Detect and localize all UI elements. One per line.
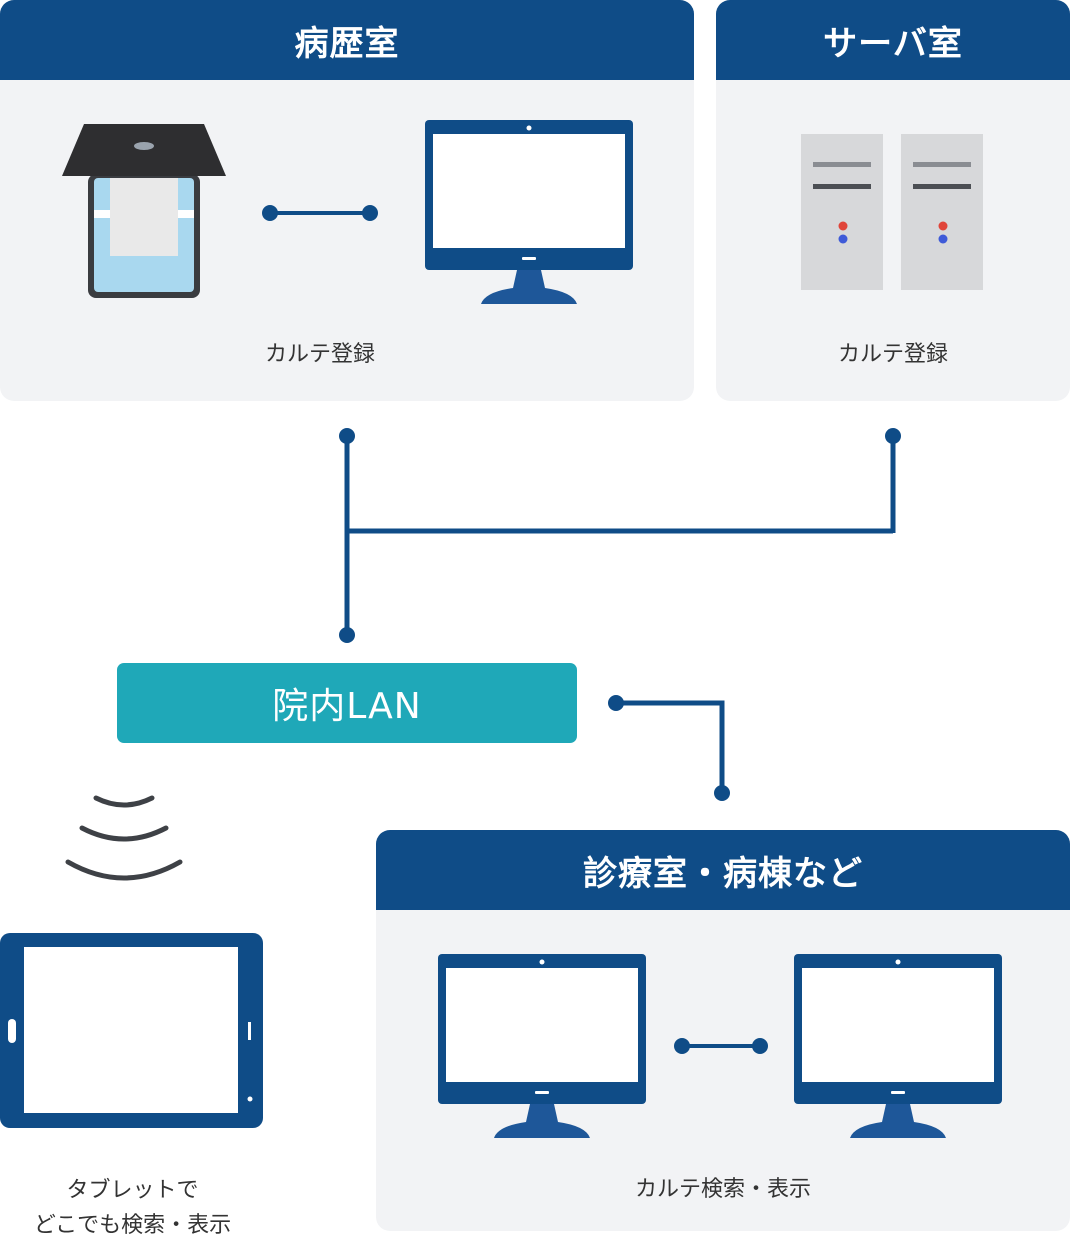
tablet-icon <box>0 933 263 1128</box>
tablet-caption-line2: どこでも検索・表示 <box>33 1213 232 1238</box>
ward-title: 診療室・病棟など <box>376 830 1070 910</box>
document-scanner-icon <box>62 124 226 298</box>
ward-caption: カルテ検索・表示 <box>634 1177 811 1202</box>
server-room-title: サーバ室 <box>716 0 1070 80</box>
ward-link-connector <box>674 1038 768 1054</box>
ward-panel: 診療室・病棟など カルテ検索・表示 <box>376 830 1070 1231</box>
monitor-icon <box>438 954 646 1138</box>
records-room-panel: 病歴室 カルテ登録 <box>0 0 694 401</box>
server-room-panel: サーバ室 カルテ登録 <box>716 0 1070 401</box>
records-room-title: 病歴室 <box>0 0 694 80</box>
server-room-caption: カルテ登録 <box>837 342 948 367</box>
records-room-caption: カルテ登録 <box>264 342 375 367</box>
tablet-caption-line1: タブレットで <box>66 1178 199 1203</box>
wifi-signal-icon <box>65 795 183 881</box>
hospital-lan-box: 院内LAN <box>117 663 577 743</box>
monitor-icon <box>794 954 1002 1138</box>
monitor-icon <box>425 120 633 304</box>
scanner-link-connector <box>262 205 378 221</box>
server-tower-icon <box>801 134 983 290</box>
